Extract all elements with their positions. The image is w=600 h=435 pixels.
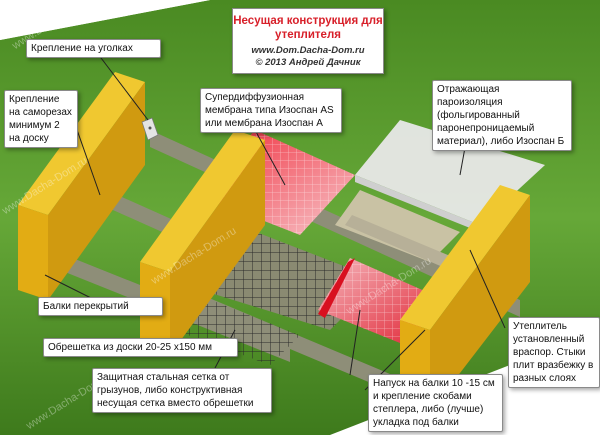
corner-bracket [141, 117, 159, 141]
label-stapler: Напуск на балки 10 -15 см и крепление ск… [368, 374, 503, 432]
site-url: www.Dom.Dacha-Dom.ru [251, 45, 365, 56]
title-line-2: утеплителя [275, 29, 341, 41]
title-box: Несущая конструкция для утеплителя www.D… [232, 8, 384, 74]
copyright: © 2013 Андрей Дачник [255, 57, 361, 68]
label-mesh: Защитная стальная сетка от грызунов, либ… [92, 368, 272, 413]
label-lathing: Обрешетка из доски 20-25 x150 мм [43, 338, 238, 357]
joist-middle [140, 130, 265, 355]
label-screw-mount: Крепление на саморезах минимум 2 на доск… [4, 90, 78, 148]
label-membrane: Супердиффузионная мембрана типа Изоспан … [200, 88, 342, 133]
label-corner-mount: Крепление на уголках [26, 39, 161, 58]
insulation-layer [335, 190, 460, 262]
label-joists: Балки перекрытий [38, 297, 163, 316]
label-vapor-barrier: Отражающая пароизоляция (фольгированный … [432, 80, 572, 151]
label-insulation: Утеплитель установленный враспор. Стыки … [508, 317, 600, 388]
title-line-1: Несущая конструкция для [233, 15, 383, 27]
